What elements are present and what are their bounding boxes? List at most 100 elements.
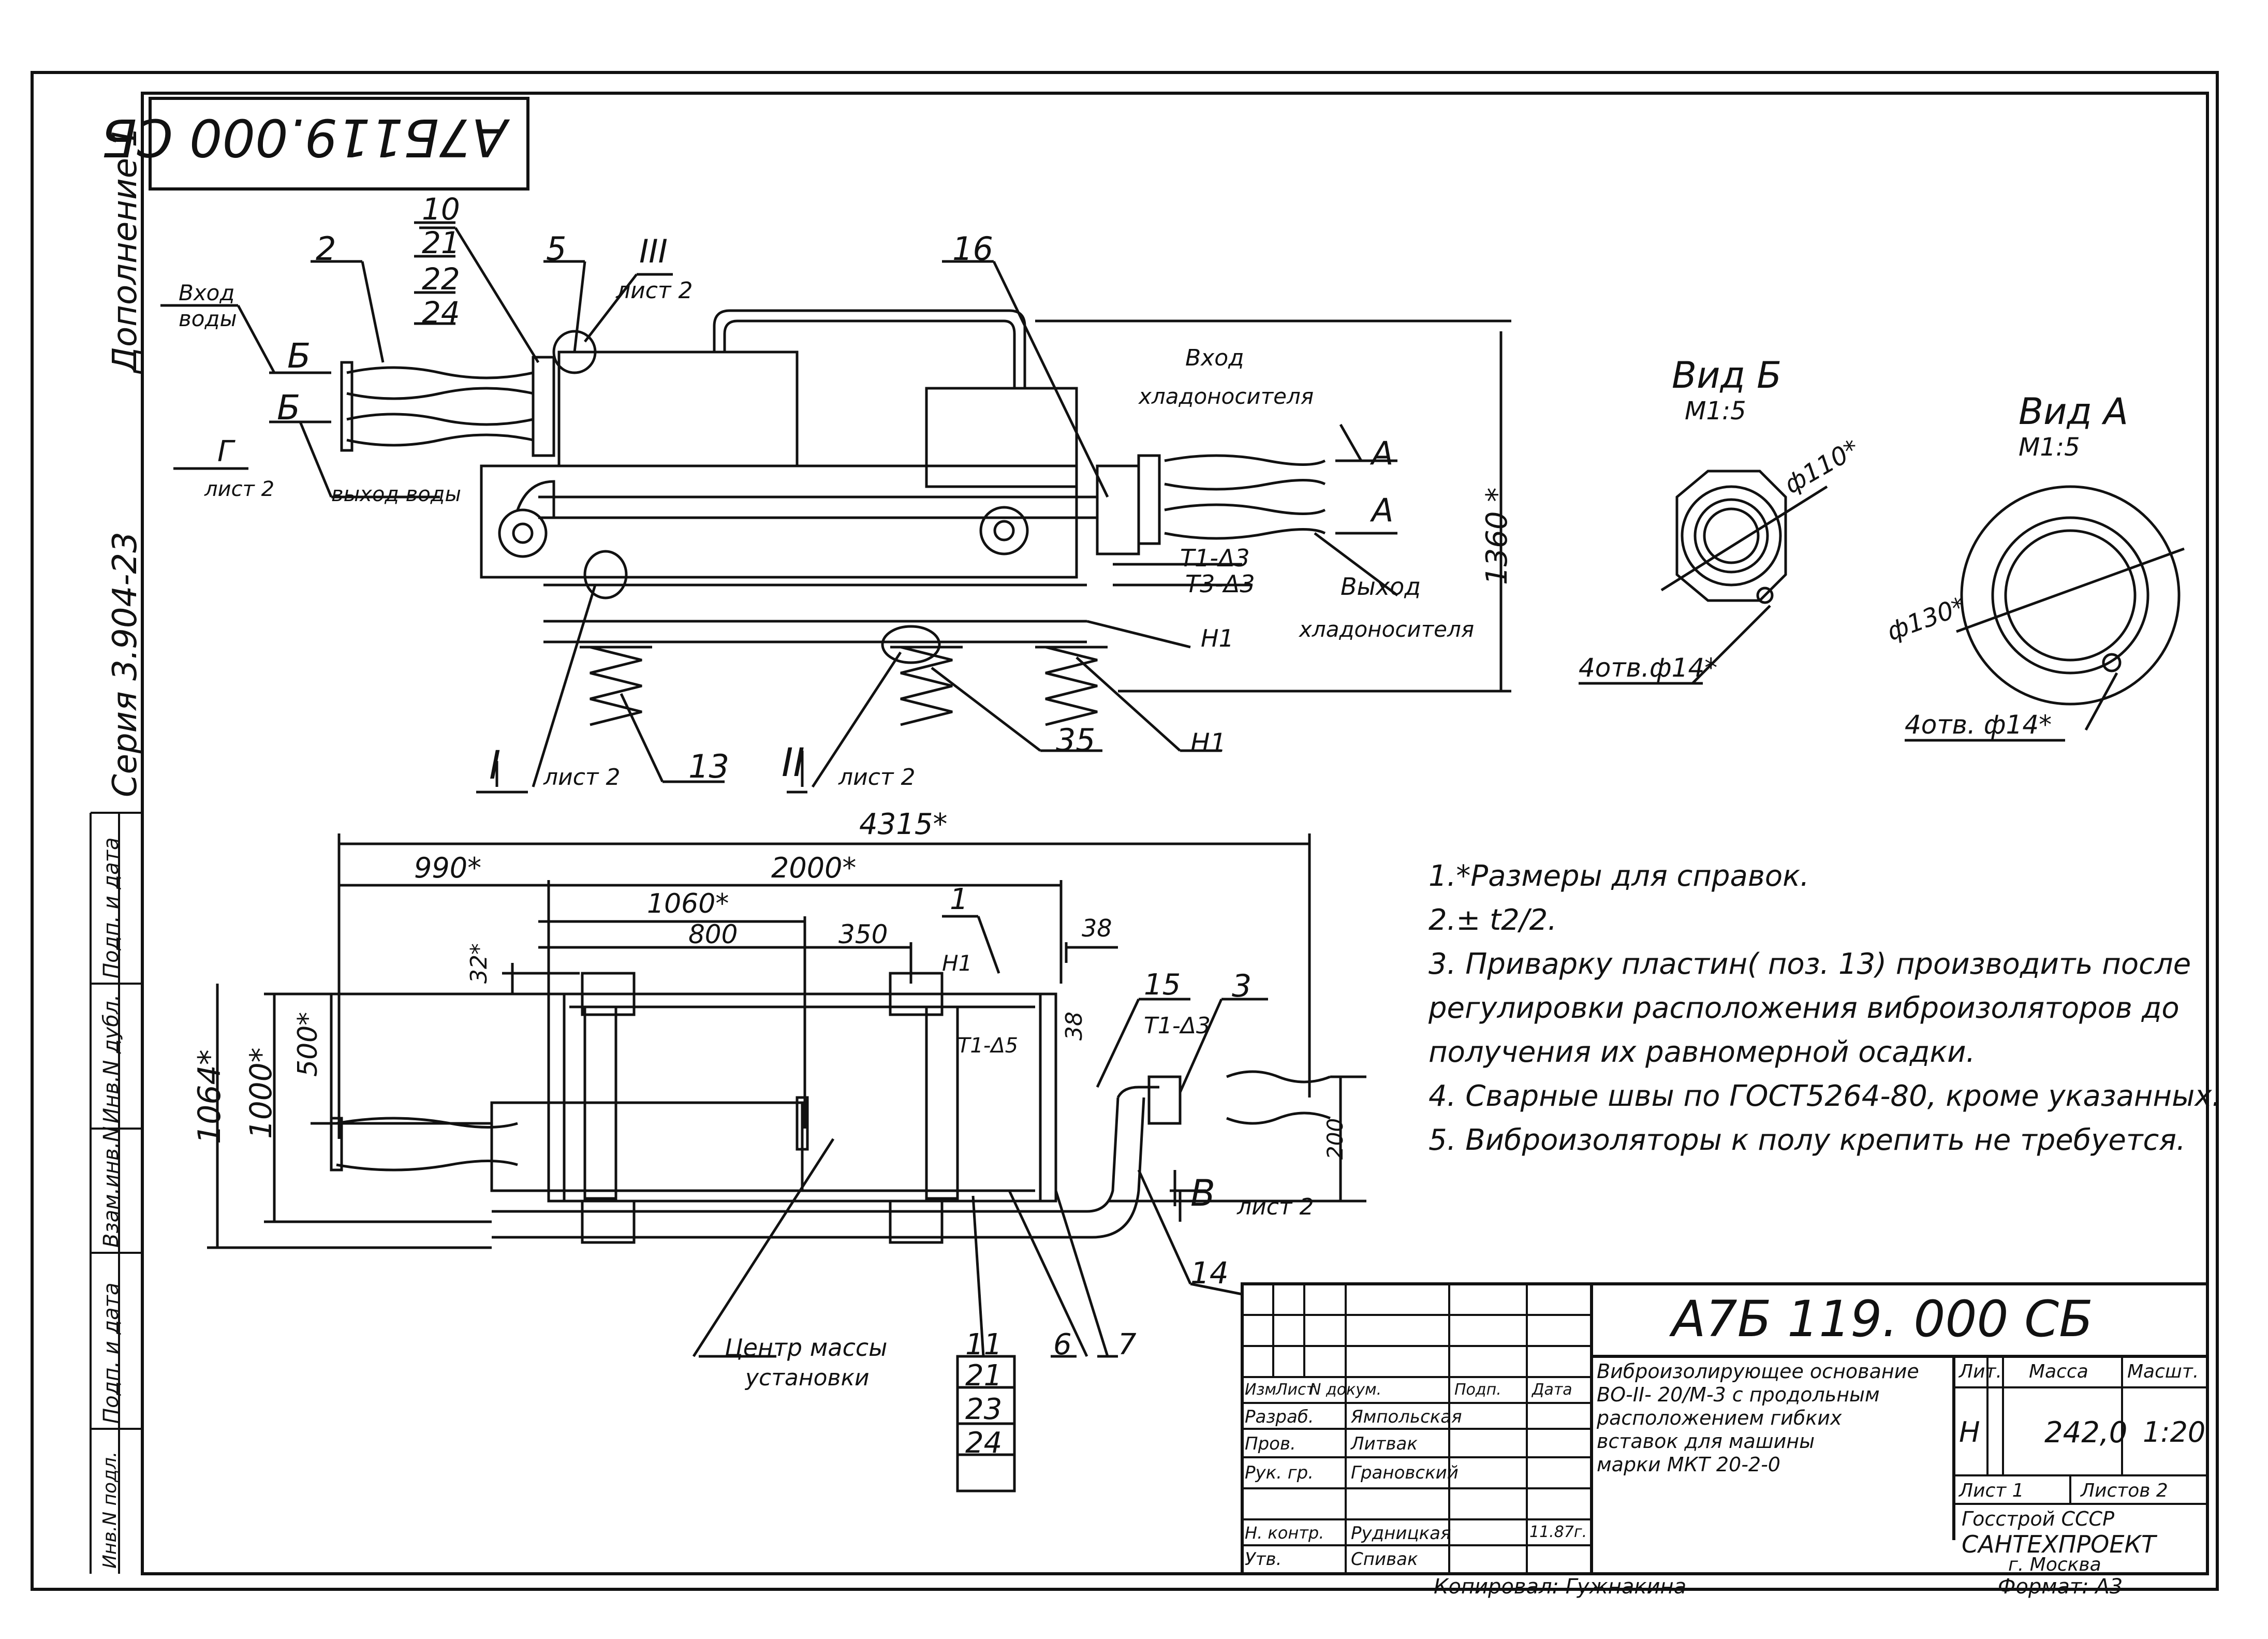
tb-role-5: Утв. — [1245, 1549, 1282, 1570]
callout-2: 2 — [316, 230, 336, 268]
note-1: 1.*Размеры для справок. — [1428, 859, 1809, 893]
tb-name-2: Литвак — [1351, 1433, 1418, 1454]
title-line-5: марки МКТ 20-2-0 — [1597, 1453, 1780, 1476]
callout-stack-24: 24 — [965, 1426, 1003, 1460]
section-b-2: Б — [277, 388, 301, 428]
tb-role-1: Разраб. — [1245, 1407, 1314, 1427]
weld-h1-b: Н1 — [1190, 728, 1227, 758]
spring-left — [590, 646, 642, 726]
view-v-sheet: лист 2 — [1237, 1194, 1314, 1220]
motor-block — [925, 387, 1078, 488]
margin-cell-5: Инв.N подл. — [99, 1451, 121, 1569]
tb-lit-value: Н — [1959, 1416, 1980, 1448]
dim-38-b: 38 — [1061, 1012, 1087, 1041]
tb-lit-header: Лит. — [1959, 1361, 2002, 1382]
margin-cell-1: Подп. и дата — [99, 837, 123, 978]
dim-38-a: 38 — [1082, 914, 1112, 942]
callout-22: 22 — [422, 261, 460, 297]
view-b-flange — [1675, 470, 1787, 602]
note-2: 2.± t2/2. — [1428, 903, 1557, 937]
view-b-scale: М1:5 — [1685, 397, 1746, 426]
compressor-block — [557, 350, 799, 467]
callout-5: 5 — [546, 230, 567, 268]
note-3-cont-2: получения их равномерной осадки. — [1428, 1035, 1976, 1069]
callout-21: 21 — [422, 225, 460, 260]
view-v-mark: В — [1190, 1172, 1216, 1214]
dim-1064: 1064* — [192, 1049, 228, 1144]
tb-name-3: Грановский — [1351, 1462, 1459, 1483]
margin-series: Серия 3.904-23 — [106, 532, 144, 797]
margin-cell-2: Инв.N дубл. — [99, 994, 123, 1123]
center-mass-2: установки — [745, 1365, 870, 1391]
weld-t1: Т1-Δ3 — [1180, 544, 1250, 572]
margin-cell-4: Подп. и дата — [99, 1282, 123, 1424]
view-a-title: Вид А — [2019, 390, 2129, 433]
weld-t1-b: Т1-Δ3 — [1144, 1013, 1211, 1039]
spring-right — [1045, 646, 1098, 726]
section-I: I — [489, 742, 501, 788]
section-II: II — [782, 739, 805, 785]
tb-role-2: Пров. — [1245, 1433, 1296, 1454]
title-line-2: ВО-II- 20/М-3 с продольным — [1597, 1383, 1880, 1406]
tb-role-3: Рук. гр. — [1245, 1462, 1314, 1483]
base-frame — [480, 464, 1078, 579]
dim-1060: 1060* — [647, 888, 729, 919]
coolant-out-2: хладоносителя — [1299, 617, 1475, 642]
callout-7: 7 — [1118, 1328, 1137, 1362]
callout-13: 13 — [688, 748, 729, 785]
view-g-sheet: лист 2 — [204, 477, 275, 501]
callout-24: 24 — [422, 295, 460, 330]
tb-header-doc: N докум. — [1309, 1381, 1382, 1399]
section-I-sheet: лист 2 — [543, 764, 621, 791]
tb-role-4: Н. контр. — [1245, 1523, 1324, 1543]
note-4: 4. Сварные швы по ГОСТ5264-80, кроме ука… — [1428, 1079, 2221, 1113]
tb-header-sign: Подп. — [1454, 1381, 1501, 1399]
tb-header-date: Дата — [1532, 1381, 1572, 1399]
callout-stack-11: 11 — [965, 1328, 1003, 1362]
inner-frame — [141, 92, 2209, 1575]
coolant-in-1: Вход — [1185, 345, 1244, 371]
tb-date-note: 11.87г. — [1529, 1523, 1587, 1541]
weld-h1-a: Н1 — [1201, 624, 1234, 652]
tb-name-4: Рудницкая — [1351, 1523, 1451, 1544]
view-a-holes: 4отв. ф14* — [1905, 710, 2052, 740]
dim-500: 500* — [292, 1012, 323, 1077]
section-b-1: Б — [287, 336, 311, 376]
margin-supplement: Дополнение 1 — [106, 126, 144, 373]
tb-org-1: Госстрой СССР — [1962, 1508, 2115, 1530]
callout-10: 10 — [422, 192, 460, 227]
margin-cell-3: Взам.инв.N — [99, 1126, 123, 1248]
dim-350: 350 — [838, 919, 888, 949]
note-3-cont-1: регулировки расположения виброизоляторов… — [1428, 991, 2179, 1025]
tb-sheets: Листов 2 — [2081, 1480, 2168, 1501]
callout-6: 6 — [1053, 1328, 1072, 1362]
title-block-code: А7Б 119. 000 СБ — [1672, 1290, 2094, 1348]
tb-name-1: Ямпольская — [1351, 1407, 1462, 1427]
callout-III-sheet: лист 2 — [616, 277, 693, 304]
height-dimension: 1360 * — [1480, 487, 1514, 585]
center-mass-1: Центр массы — [725, 1334, 888, 1362]
weld-h1-plan: Н1 — [942, 950, 973, 976]
view-b-title: Вид Б — [1672, 354, 1782, 397]
weld-t1-a: Т1-Δ5 — [958, 1034, 1019, 1058]
sheet-format: Формат: А3 — [1998, 1575, 2123, 1599]
callout-stack-21: 21 — [965, 1359, 1003, 1393]
callout-14: 14 — [1190, 1255, 1229, 1291]
corner-drawing-code: А7Б119.000 СБ — [101, 107, 507, 168]
callout-1: 1 — [950, 883, 968, 916]
dim-1000: 1000* — [243, 1047, 278, 1139]
note-3: 3. Приварку пластин( поз. 13) производит… — [1428, 947, 2191, 981]
tb-scale-value: 1:20 — [2143, 1416, 2206, 1448]
section-II-sheet: лист 2 — [838, 764, 916, 791]
view-g-mark: Г — [217, 435, 234, 469]
view-a-scale: М1:5 — [2019, 433, 2080, 462]
dim-2000: 2000* — [771, 852, 857, 884]
title-line-1: Виброизолирующее основание — [1597, 1360, 1919, 1383]
callout-stack-23: 23 — [965, 1393, 1003, 1426]
copied-by: Копировал: Гужнакина — [1434, 1575, 1687, 1599]
callout-16: 16 — [952, 230, 993, 268]
dim-32: 32* — [466, 943, 492, 984]
note-5: 5. Виброизоляторы к полу крепить не треб… — [1428, 1123, 2186, 1157]
tb-scale-header: Масшт. — [2127, 1361, 2199, 1382]
